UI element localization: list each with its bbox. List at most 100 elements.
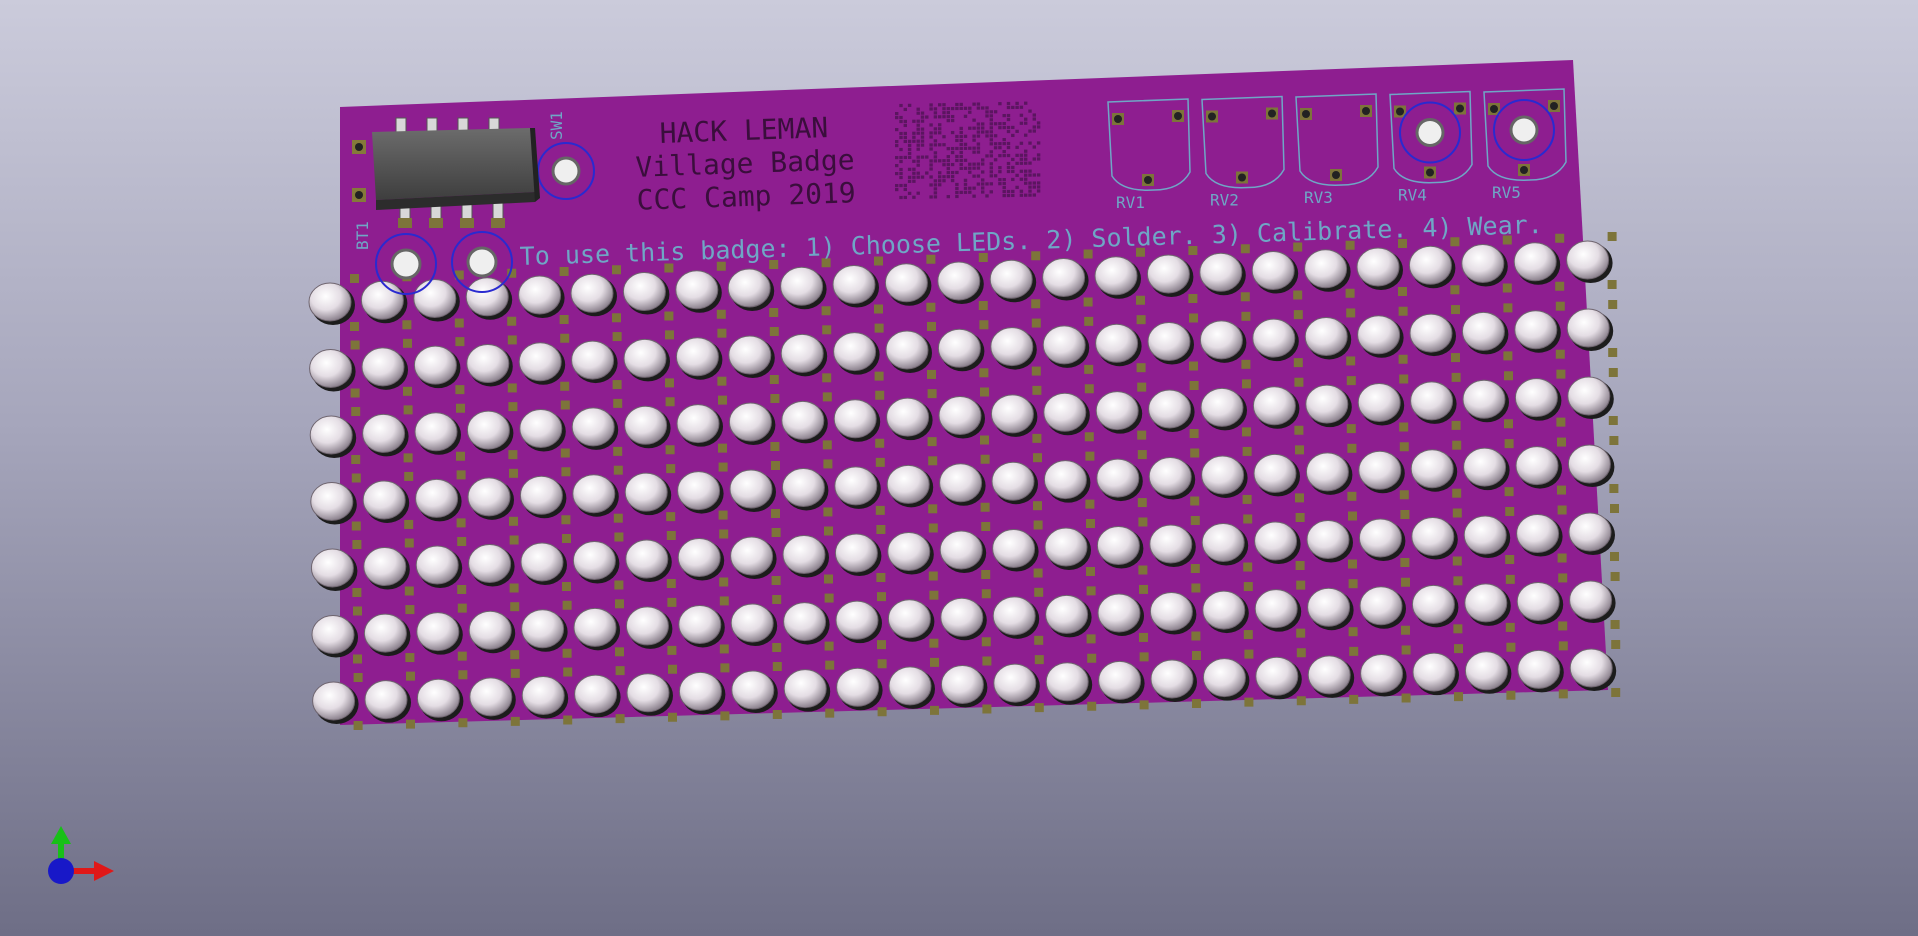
qr-module <box>985 134 989 138</box>
led-pad <box>1557 553 1567 563</box>
qr-module <box>907 179 912 183</box>
led-pad <box>1503 303 1513 313</box>
led-pad <box>822 392 832 402</box>
led <box>677 471 724 514</box>
led <box>939 463 986 506</box>
led-pad <box>456 470 466 480</box>
led-pad <box>1190 564 1200 573</box>
led <box>362 480 410 523</box>
qr-module <box>1032 157 1036 161</box>
qr-module <box>1006 169 1011 174</box>
led <box>468 610 516 654</box>
led <box>1567 376 1614 419</box>
led-pad <box>1558 621 1568 631</box>
led-pad <box>507 316 517 326</box>
led-pad <box>1190 448 1200 458</box>
led-pad <box>563 715 573 725</box>
led-pad <box>405 653 415 663</box>
led-pad <box>509 516 518 526</box>
led-pad <box>1086 519 1095 528</box>
led <box>1149 592 1197 635</box>
qr-module <box>1006 145 1011 150</box>
led <box>1201 523 1249 566</box>
qr-module <box>985 194 989 198</box>
led-pad <box>1243 582 1253 592</box>
led-pad <box>612 332 622 342</box>
led-pad <box>507 383 517 393</box>
led-pad <box>1086 634 1096 644</box>
led-pad <box>1034 703 1044 713</box>
ic-pad <box>429 218 443 228</box>
led <box>518 342 566 385</box>
led-pad <box>1189 313 1198 323</box>
qr-module <box>938 159 942 163</box>
led-pad <box>1401 693 1411 703</box>
led <box>886 464 934 508</box>
led-pad <box>351 521 361 531</box>
led-pad <box>668 712 677 722</box>
trimmer-label: RV5 <box>1492 183 1521 202</box>
qr-module <box>976 126 981 130</box>
qr-module <box>993 122 998 126</box>
led-pad <box>876 573 886 582</box>
qr-module <box>959 130 963 134</box>
qr-module <box>942 103 946 107</box>
led <box>1359 586 1406 629</box>
led-pad <box>1240 244 1250 254</box>
qr-module <box>998 166 1002 170</box>
qr-module <box>1019 189 1024 193</box>
qr-module <box>942 163 946 167</box>
led-pad <box>1295 493 1304 503</box>
led <box>678 671 726 715</box>
led-pad <box>458 718 468 728</box>
led-pad <box>1034 655 1044 665</box>
qr-module <box>1019 161 1024 165</box>
led-pad <box>769 375 779 384</box>
led <box>993 663 1040 707</box>
led-pad <box>1294 425 1304 435</box>
qr-module <box>955 190 959 195</box>
qr-module <box>1032 125 1036 129</box>
qr-module <box>989 170 993 174</box>
led <box>1202 658 1250 701</box>
qr-module <box>1002 126 1006 130</box>
led-pad <box>874 323 884 333</box>
led-pad <box>1192 699 1201 708</box>
led-pad <box>824 641 834 651</box>
qr-module <box>912 135 916 139</box>
qr-module <box>981 106 985 110</box>
qr-module <box>938 123 942 127</box>
qr-module <box>895 172 899 176</box>
led-pad <box>1555 301 1565 311</box>
qr-module <box>920 131 925 135</box>
led <box>623 338 670 382</box>
qr-module <box>972 166 976 170</box>
led <box>677 538 725 581</box>
led-pad <box>719 644 729 654</box>
qr-module <box>920 115 925 119</box>
led-pad <box>1296 696 1306 706</box>
led-pad <box>979 368 989 378</box>
led-pad <box>718 395 727 405</box>
led-pad <box>666 579 676 588</box>
qr-module <box>976 142 981 146</box>
led-pad <box>1296 580 1306 590</box>
led-pad <box>1139 632 1148 642</box>
qr-module <box>972 150 976 154</box>
qr-module <box>950 170 955 175</box>
qr-module <box>903 183 907 188</box>
led <box>571 407 619 450</box>
led-pad <box>350 274 359 283</box>
led <box>675 337 723 380</box>
qr-module <box>929 175 933 179</box>
led <box>1409 313 1456 357</box>
led-pad <box>457 651 467 661</box>
qr-module <box>946 107 950 111</box>
qr-module <box>985 114 989 118</box>
led <box>676 404 723 447</box>
led <box>1251 251 1299 294</box>
qr-module <box>989 134 993 138</box>
led-pad <box>876 525 886 534</box>
